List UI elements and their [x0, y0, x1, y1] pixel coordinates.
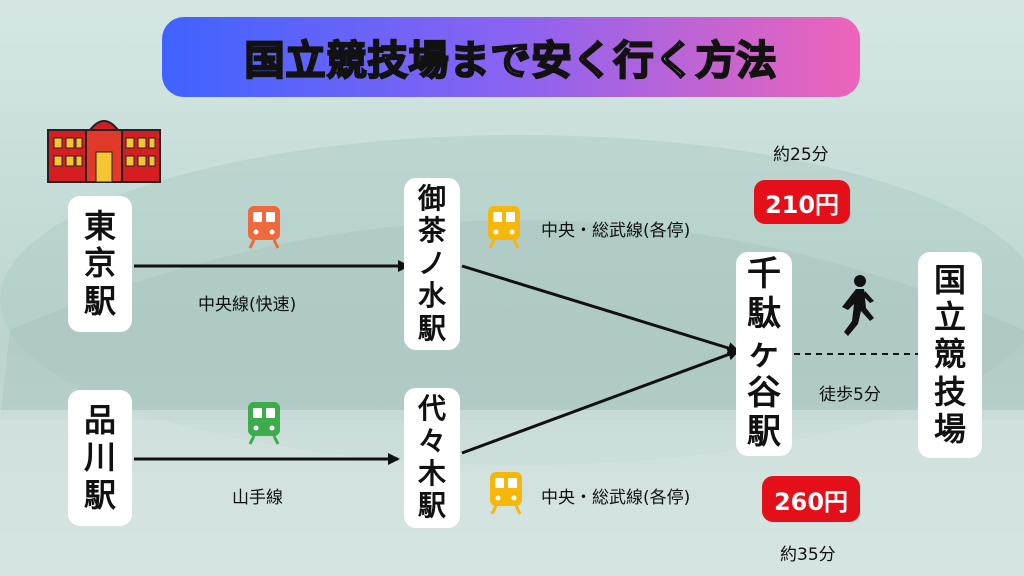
station-char: 茶 — [417, 214, 446, 248]
station-char: 駅 — [747, 412, 781, 453]
station-char: 駅 — [83, 281, 116, 320]
line-label-chuo-rapid: 中央線(快速) — [198, 295, 297, 315]
station-char: 競 — [933, 335, 966, 374]
station-tokyo: 東 京 駅 — [68, 196, 132, 332]
train-icon — [488, 206, 520, 249]
station-char: 谷 — [747, 372, 781, 413]
line-label-chuo-sobu-bottom: 中央・総武線(各停) — [541, 488, 691, 508]
train-icon — [490, 472, 522, 515]
station-yoyogi: 代 々 木 駅 — [404, 388, 460, 528]
station-sendagaya: 千 駄 ヶ 谷 駅 — [736, 252, 792, 456]
title-part-2: 行く方法 — [613, 37, 778, 85]
title-highlight: 安く — [531, 37, 614, 85]
station-char: 東 — [83, 207, 116, 246]
station-char: ノ — [417, 246, 446, 280]
station-ochanomizu: 御 茶 ノ 水 駅 — [404, 178, 460, 350]
station-char: 代 — [417, 392, 446, 426]
line-label-yamanote: 山手線 — [232, 488, 283, 508]
route-time-bottom: 約35分 — [780, 545, 836, 565]
station-char: 品 — [83, 401, 116, 440]
title-text: 国立競技場まで安く行く方法 — [244, 28, 778, 86]
station-char: 木 — [417, 457, 446, 490]
walking-person-icon — [842, 275, 874, 336]
route-time-top: 約25分 — [773, 145, 829, 165]
title-banner: 国立競技場まで安く行く方法 — [162, 17, 860, 97]
arrow-ochanomizu-sendagaya — [461, 264, 740, 354]
station-char: 水 — [417, 279, 446, 313]
station-char: 駅 — [83, 475, 116, 514]
train-icon — [248, 206, 280, 249]
station-char: ヶ — [747, 333, 781, 374]
building-icon — [47, 120, 161, 183]
line-label-chuo-sobu-top: 中央・総武線(各停) — [541, 221, 691, 241]
station-char: 駅 — [417, 489, 446, 523]
title-part-1: 国立競技場まで — [244, 37, 532, 85]
station-char: 場 — [933, 409, 966, 448]
station-char: 々 — [417, 424, 446, 458]
station-char: 国 — [933, 261, 966, 300]
station-char: 技 — [933, 372, 966, 411]
station-kokuritsu-stadium: 国 立 競 技 場 — [918, 252, 982, 458]
price-badge-top: 210円 — [754, 180, 850, 224]
station-char: 川 — [83, 438, 116, 477]
train-icon — [248, 402, 280, 445]
arrow-yoyogi-sendagaya — [461, 348, 740, 455]
station-char: 御 — [417, 181, 446, 215]
station-char: 千 — [747, 254, 781, 295]
price-badge-bottom: 260円 — [762, 476, 860, 522]
station-char: 京 — [83, 244, 116, 283]
station-shinagawa: 品 川 駅 — [68, 390, 132, 526]
station-char: 駅 — [417, 311, 446, 345]
station-char: 立 — [933, 298, 966, 337]
station-char: 駄 — [747, 293, 781, 334]
walk-label: 徒歩5分 — [819, 385, 881, 405]
